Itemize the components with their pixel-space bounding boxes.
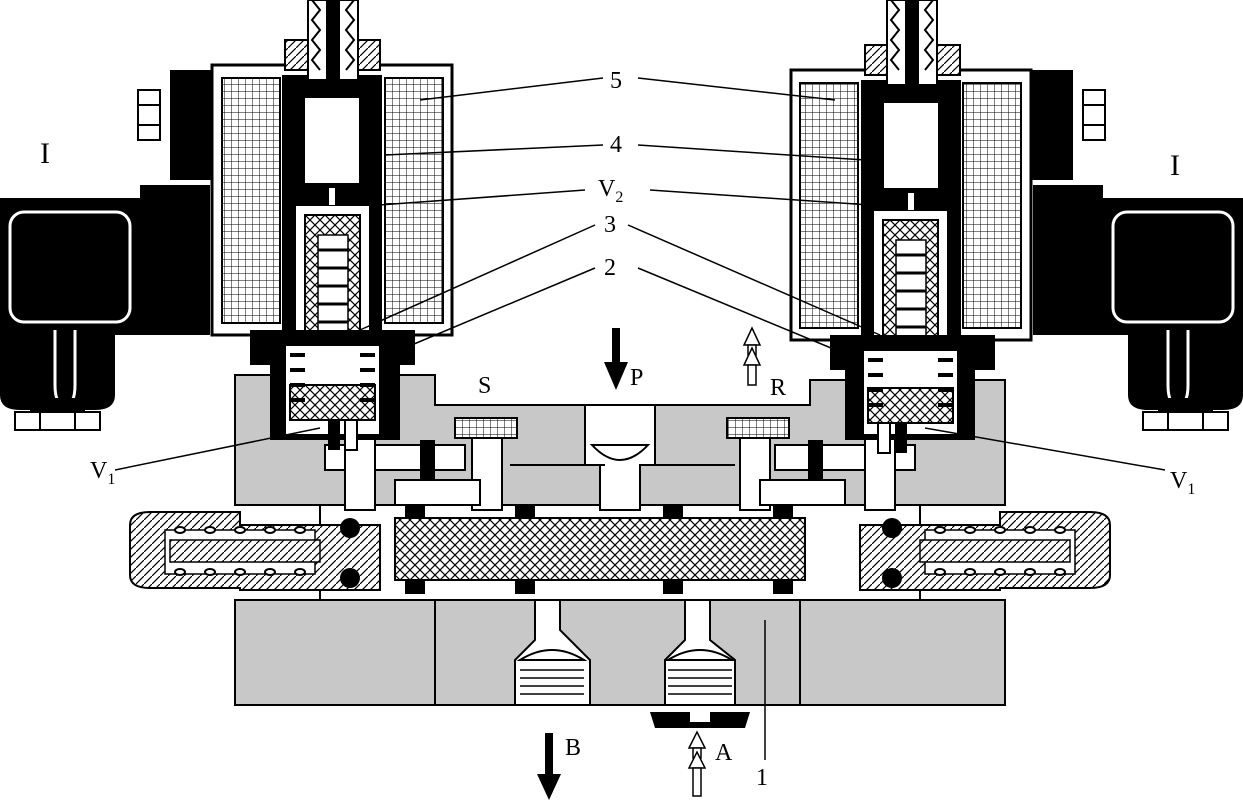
arrow-p [604,328,628,390]
label-port-p: P [630,365,643,391]
label-valve-v1-left: V1 [90,458,115,488]
label-solenoid-right: I [1170,149,1180,182]
right-end-cap [859,511,1111,591]
left-solenoid [0,0,454,451]
filter-s [454,417,518,439]
label-port-b: B [565,735,581,761]
arrow-b [537,733,561,800]
label-port-a: A [715,740,733,766]
arrow-r [742,326,762,386]
filter-r [726,417,790,439]
label-part-4: 4 [610,132,622,158]
label-part-5: 5 [610,68,622,94]
labels: I I 5 4 V2 3 2 V1 V1 S P R B A 1 [40,68,1195,791]
label-part-3: 3 [604,212,616,238]
flow-arrows [537,326,762,800]
label-part-1: 1 [756,765,768,791]
label-valve-v2: V2 [598,176,623,206]
label-part-2: 2 [604,255,616,281]
right-solenoid [789,0,1243,454]
label-valve-v1-right: V1 [1170,468,1195,498]
label-solenoid-left: I [40,137,50,170]
label-port-s: S [478,373,491,399]
left-end-cap [129,511,381,591]
spool [394,506,806,594]
leader-lines [114,77,1166,760]
label-port-r: R [770,375,786,401]
arrow-a [687,730,707,797]
lower-body [234,599,1006,706]
